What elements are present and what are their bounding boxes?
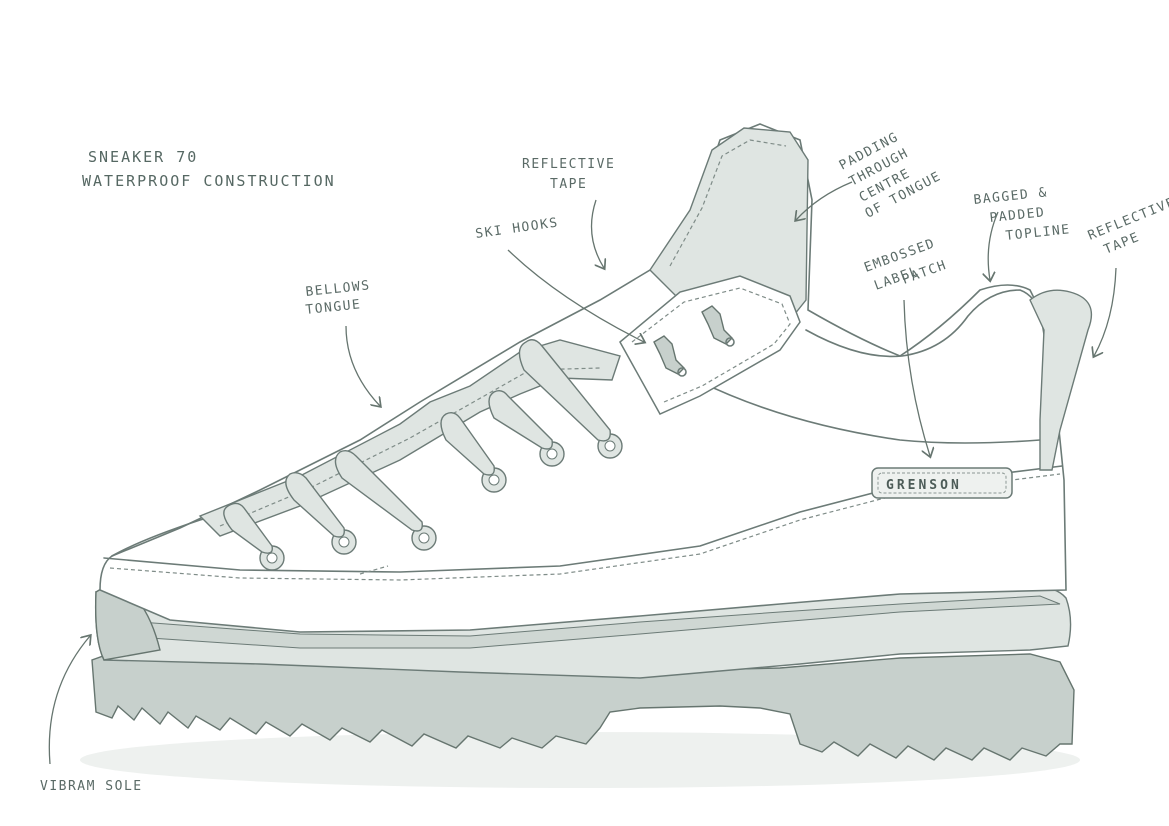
annotation-arrow [590,199,605,268]
toe-cap-line [111,511,231,557]
brand-label: GRENSON [886,478,962,493]
eyelets [259,433,623,571]
lace [440,411,495,476]
ski-hook-panel [619,275,801,415]
annotation-arrow [48,636,90,765]
annotation-arrow [903,299,930,456]
collar [805,289,1041,358]
annotation-arrow [988,211,999,280]
annotation-reflective-tape-heel: REFLECTIVE TAPE [1086,195,1169,356]
label-patch [871,467,1013,499]
tongue-stitch [669,139,787,267]
annotation-padding-tongue: PADDING THROUGH CENTRE OF TONGUE [796,130,944,222]
shoe-drawing: GRENSON [80,123,1093,788]
outsole [91,649,1075,761]
lace [223,502,273,554]
annotation-text: SKI HOOKS [474,215,559,242]
annotation-text: BELLOWS [305,278,372,300]
midsole-stripe [139,595,1061,649]
annotation-text: BAGGED & [973,185,1049,208]
eyelet-hole [418,532,430,544]
foxing-stitch [109,473,1061,581]
eyelet-hole [266,552,278,564]
lace [488,389,553,450]
eyelet-hole [488,474,500,486]
heel-loop [1029,289,1093,471]
toe-vent [359,565,389,575]
sketch-title: SNEAKER 70 WATERPROOF CONSTRUCTION [82,148,336,190]
eyelet-hole [338,536,350,548]
annotation-bellows-tongue: BELLOWS TONGUE [305,278,380,406]
laces [223,339,611,554]
annotation-text: REFLECTIVE [522,157,615,172]
quarter-panel [659,359,1041,444]
ski-hook-2-rivet [725,337,735,347]
annotation-reflective-tape-top: REFLECTIVE TAPE [522,157,615,268]
title-line-2: WATERPROOF CONSTRUCTION [82,172,336,190]
annotation-text: TONGUE [305,297,362,318]
eyelet-hole [604,440,616,452]
lace [285,471,345,538]
annotation-text: PADDED [989,205,1046,226]
title-line-1: SNEAKER 70 [88,148,198,166]
embossed-label-patch: GRENSON [871,467,1013,499]
annotation-text: VIBRAM SOLE [40,779,143,794]
annotation-text: TOPLINE [1005,222,1072,244]
annotation-vibram-sole: VIBRAM SOLE [40,636,143,794]
annotation-arrow [1094,267,1117,356]
annotation-text: TAPE [550,177,587,192]
annotation-arrow [345,325,380,406]
lace [518,339,611,442]
label-patch-stitch [877,472,1007,494]
annotation-arrow [507,249,644,342]
annotation-arrow [796,181,853,220]
annotation-bagged-topline: BAGGED & PADDED TOPLINE [973,185,1072,280]
annotation-text: PATCH [900,258,949,288]
ski-hooks [653,305,735,377]
lace [334,449,423,532]
eyelet-hole [546,448,558,460]
ski-hook-1-rivet [677,367,687,377]
